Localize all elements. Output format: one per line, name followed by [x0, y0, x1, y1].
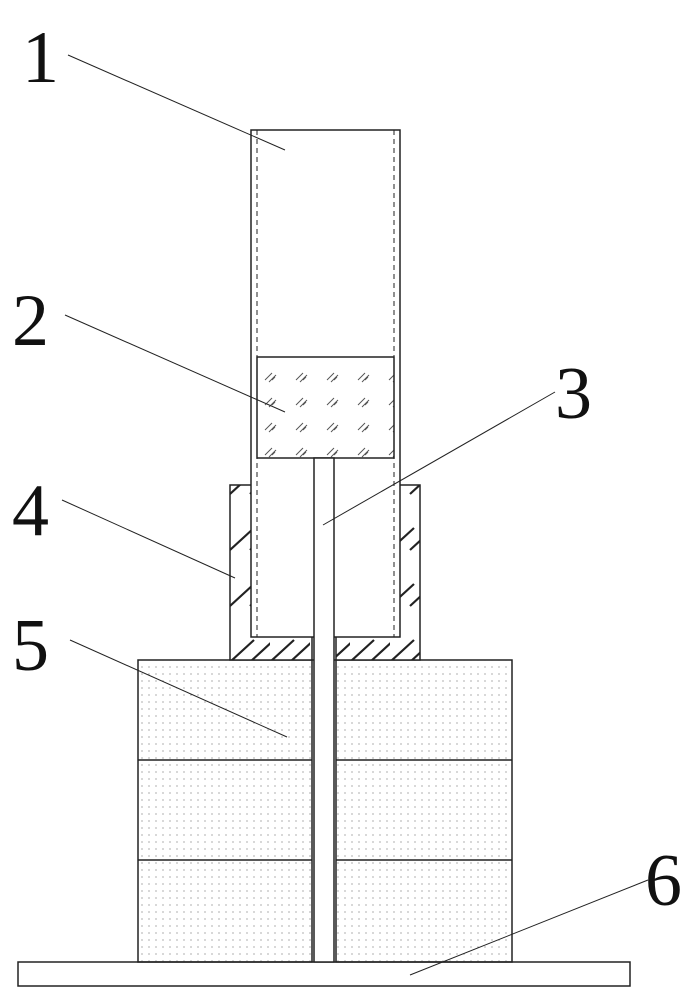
leader-lines	[61, 54, 649, 976]
block	[137, 659, 513, 963]
piston	[256, 356, 395, 459]
label-3: 3	[555, 353, 592, 435]
rod	[313, 457, 335, 963]
label-1: 1	[22, 17, 59, 99]
base	[17, 961, 631, 987]
label-4: 4	[12, 470, 49, 552]
label-6: 6	[645, 840, 682, 922]
label-2: 2	[12, 280, 49, 362]
label-5: 5	[12, 605, 49, 687]
